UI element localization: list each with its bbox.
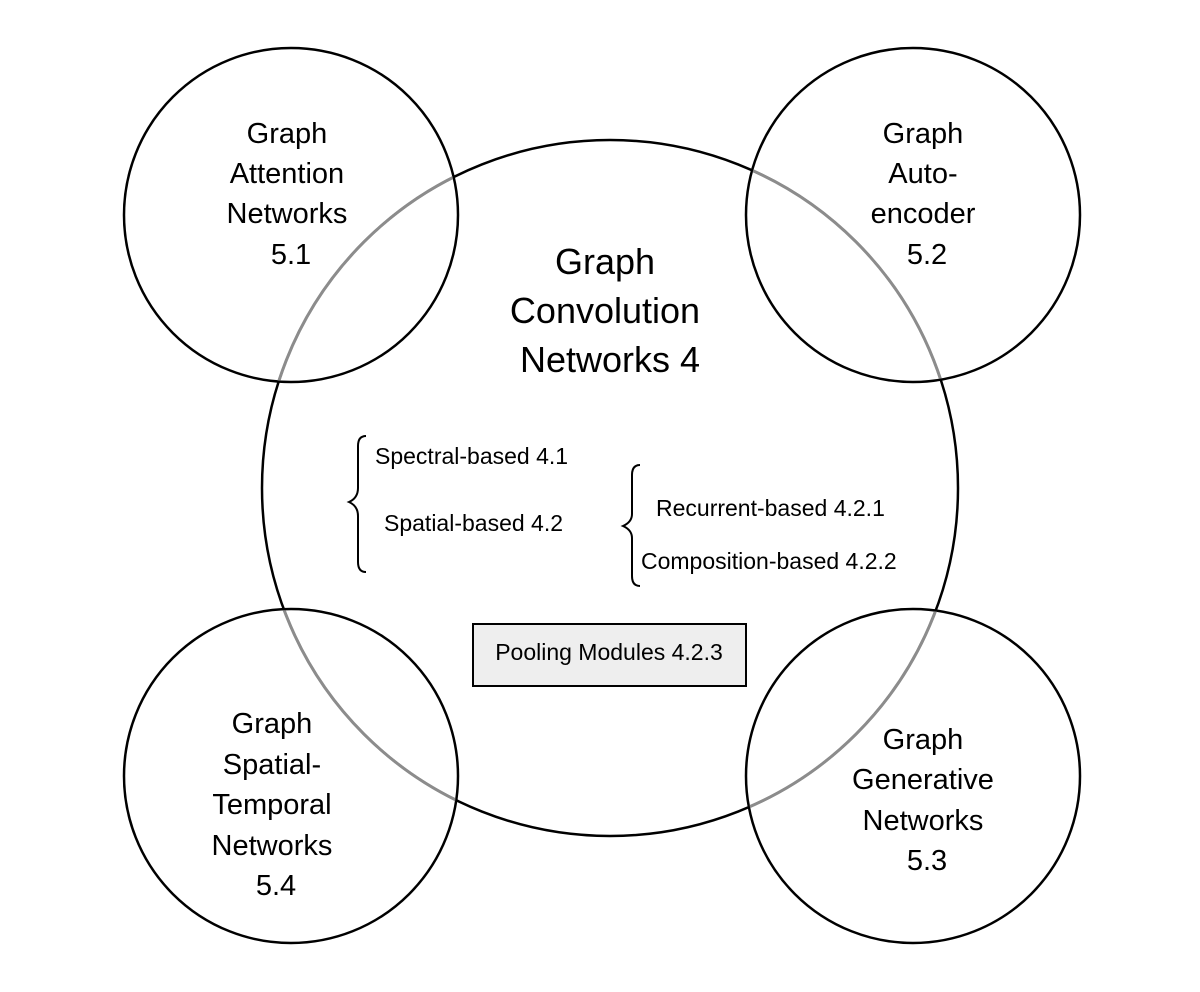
attention-label: Graph Attention Networks 5.1 [227, 118, 356, 271]
autoencoder-label: Graph Auto- encoder 5.2 [871, 118, 984, 271]
spectral-based-label: Spectral-based 4.1 [375, 443, 568, 469]
pooling-box [472, 623, 747, 687]
autoencoder-circle [744, 46, 1082, 384]
left-brace [346, 435, 367, 573]
convolution-label: Graph Convolution Networks 4 [510, 241, 710, 380]
spatial-temporal-circle [122, 607, 460, 945]
right-brace [620, 464, 641, 587]
spatial-temporal-label: Graph Spatial- Temporal Networks 5.4 [212, 708, 341, 902]
convolution-circle [260, 138, 960, 838]
recurrent-based-label: Recurrent-based 4.2.1 [656, 495, 885, 521]
attention-circle [122, 46, 460, 384]
spatial-based-label: Spatial-based 4.2 [384, 510, 563, 536]
generative-label: Graph Generative Networks 5.3 [852, 724, 1002, 877]
composition-based-label: Composition-based 4.2.2 [641, 548, 897, 574]
pooling-label: Pooling Modules 4.2.3 [495, 639, 723, 665]
generative-circle [744, 607, 1082, 945]
